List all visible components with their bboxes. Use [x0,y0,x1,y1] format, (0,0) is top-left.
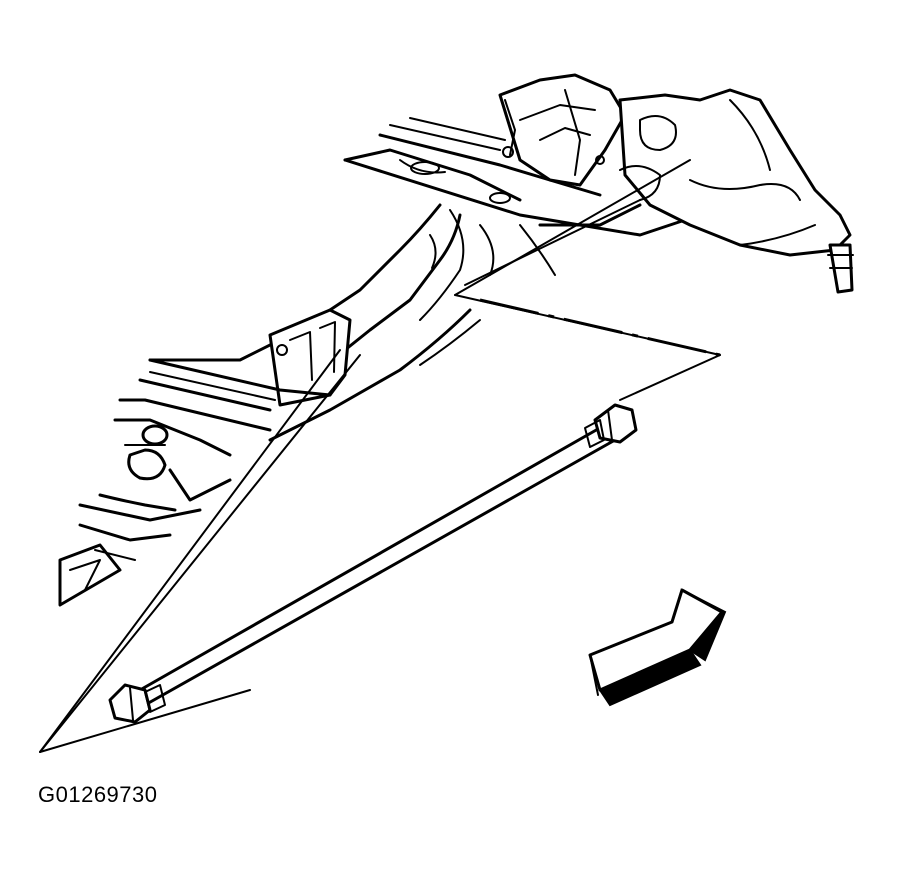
detached-rod-part [108,403,638,724]
figure-code-label: G01269730 [38,782,158,807]
chassis-frame-assembly [58,73,854,607]
front-direction-arrow-icon [588,588,727,707]
callout-lines [39,159,721,753]
